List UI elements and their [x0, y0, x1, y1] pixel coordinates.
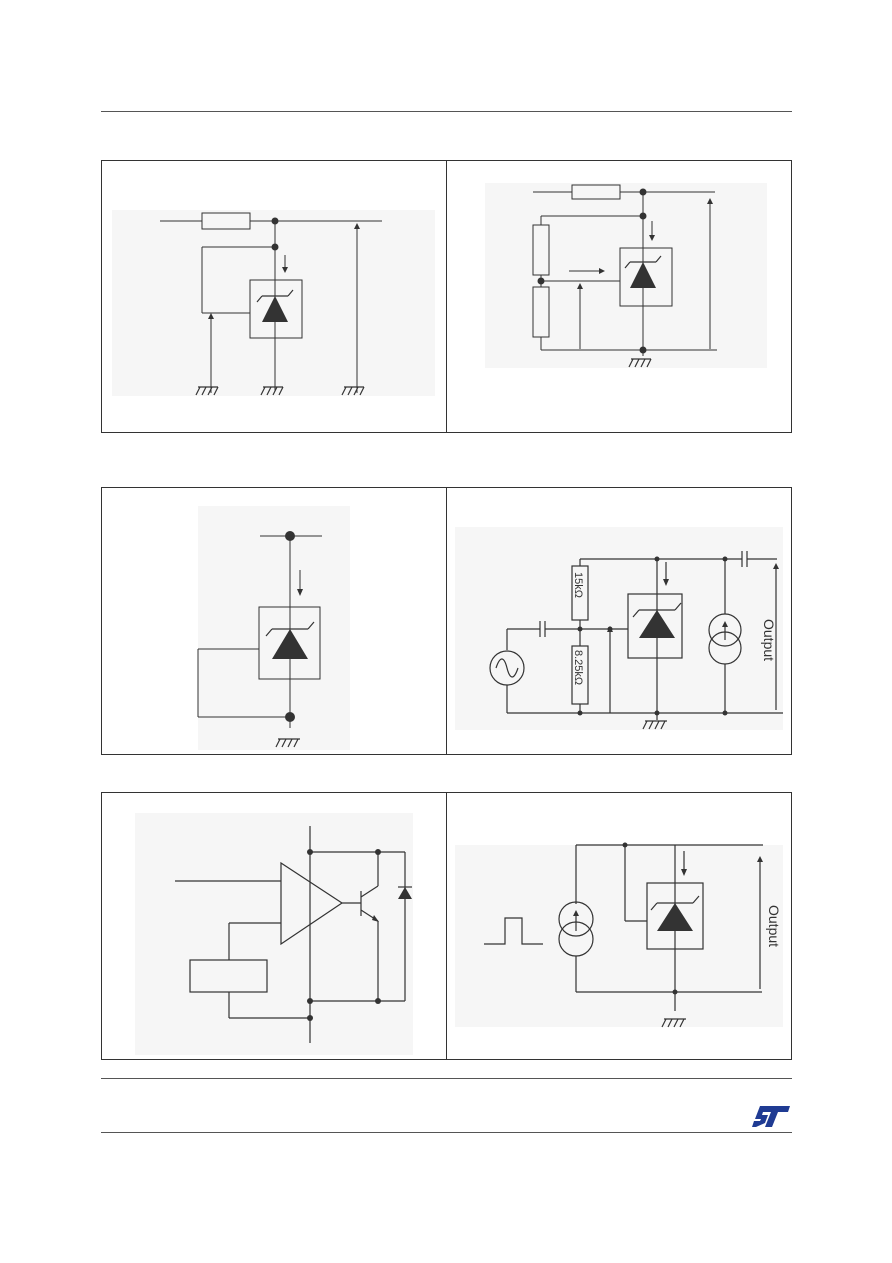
figure-divider [446, 793, 447, 1059]
amplifier-circuit-diagram: 15kΩ 8.25kΩ Output [455, 527, 783, 730]
opamp-transistor-diagram [135, 813, 413, 1055]
output-label: Output [766, 905, 782, 947]
shunt-regulator-diagram [112, 210, 435, 396]
footer-rule-top [101, 1078, 792, 1079]
header-rule [101, 111, 792, 112]
figure-divider [446, 488, 447, 754]
adjustable-shunt-regulator-diagram [485, 183, 767, 368]
figure-row-3: Output [101, 792, 792, 1060]
st-logo-icon [752, 1106, 790, 1127]
figure-divider [446, 161, 447, 432]
footer-rule-bottom [101, 1132, 792, 1133]
output-label: Output [761, 619, 777, 661]
figure-row-2: 15kΩ 8.25kΩ Output [101, 487, 792, 755]
figure-row-1 [101, 160, 792, 433]
resistor-15k-label: 15kΩ [572, 572, 584, 598]
pulse-test-diagram: Output [455, 842, 783, 1028]
resistor-8k25-label: 8.25kΩ [572, 650, 584, 685]
reference-diode-diagram [197, 506, 350, 750]
